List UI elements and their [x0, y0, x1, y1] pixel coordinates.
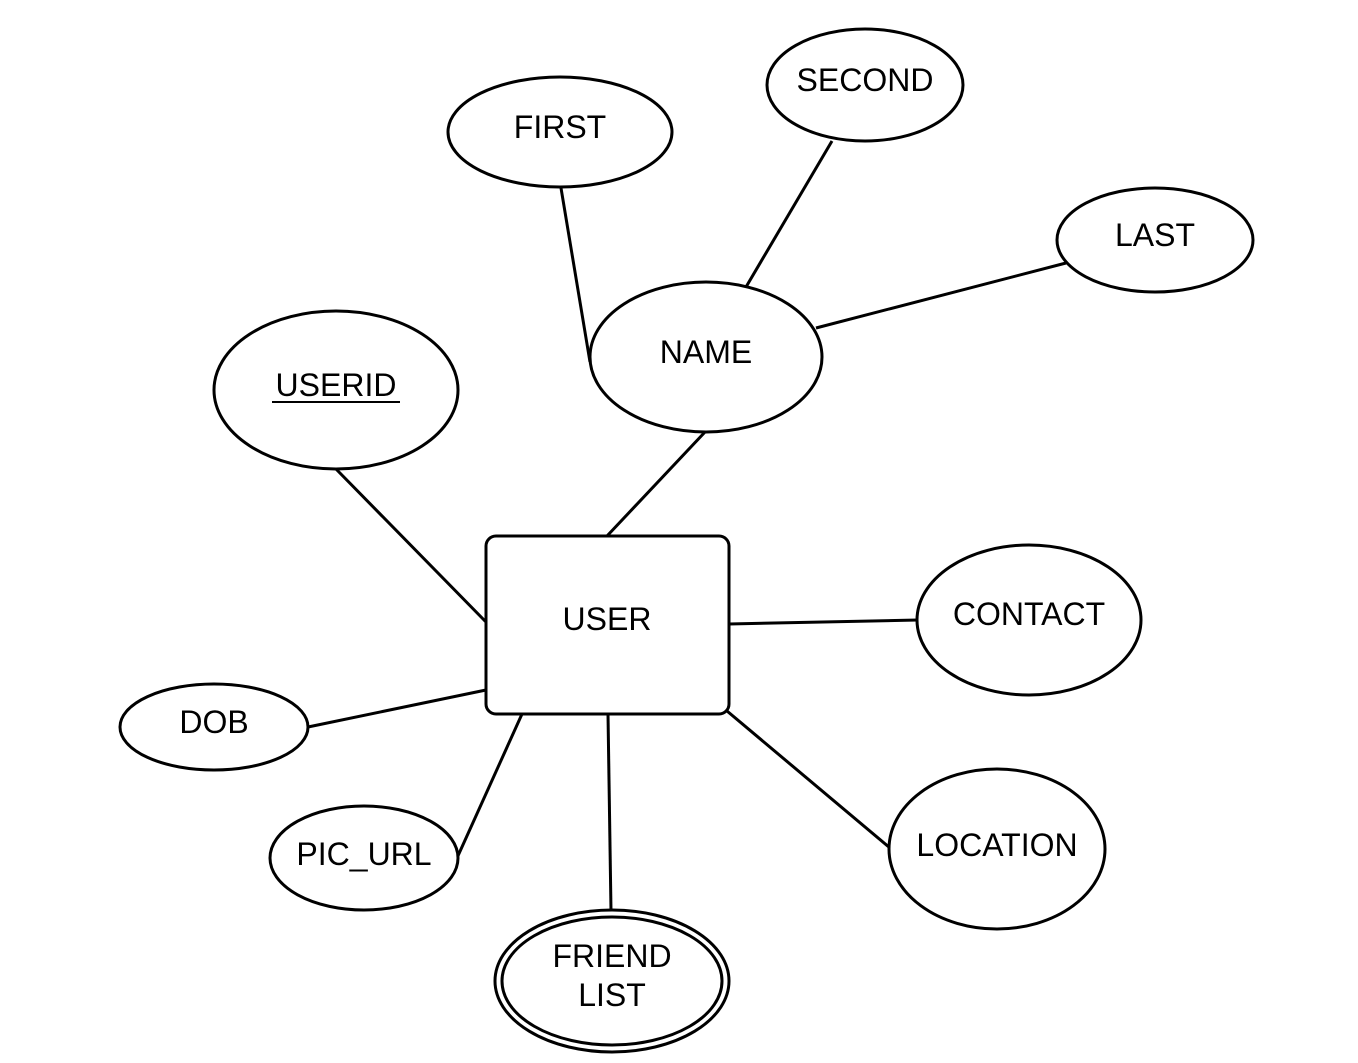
edge-user-name — [605, 430, 707, 538]
attribute-dob[interactable]: DOB — [118, 682, 310, 772]
attribute-contact-ellipse — [915, 543, 1143, 697]
attribute-location-label: LOCATION — [916, 827, 1077, 863]
attribute-last-label: LAST — [1115, 217, 1195, 253]
attribute-pic-url-label: PIC_URL — [296, 836, 431, 872]
attribute-second-label: SECOND — [797, 62, 934, 98]
entity-user[interactable]: USER — [484, 534, 731, 716]
attribute-last[interactable]: LAST — [1055, 186, 1255, 294]
edge-user-userid — [334, 467, 488, 624]
attribute-second-ellipse — [765, 27, 965, 143]
attribute-friend-list-label-line-1: FRIEND — [552, 938, 671, 974]
edge-user-location — [726, 709, 891, 850]
attribute-userid[interactable]: USERID — [212, 309, 460, 471]
attribute-dob-ellipse — [118, 682, 310, 772]
edge-name-last — [815, 261, 1067, 330]
entity-user-box — [484, 534, 731, 716]
attribute-pic-url[interactable]: PIC_URL — [268, 804, 460, 912]
connectors — [307, 140, 1067, 912]
attribute-second[interactable]: SECOND — [765, 27, 965, 143]
attribute-userid-label: USERID — [276, 367, 397, 403]
attribute-friend-list[interactable]: FRIEND LIST — [493, 908, 731, 1054]
edge-name-first — [559, 187, 592, 363]
attribute-contact[interactable]: CONTACT — [915, 543, 1143, 697]
attribute-userid-ellipse — [212, 309, 460, 471]
edge-name-second — [744, 140, 834, 288]
attribute-friend-list-label-line-2: LIST — [578, 977, 646, 1013]
attribute-name-ellipse — [588, 280, 824, 434]
attribute-friend-list-inner-ellipse — [500, 915, 724, 1047]
attribute-last-ellipse — [1055, 186, 1255, 294]
edge-user-friend-list — [606, 713, 613, 912]
attribute-name-label: NAME — [660, 334, 752, 370]
attribute-first-label: FIRST — [514, 109, 606, 145]
entity-user-label: USER — [563, 601, 652, 637]
attribute-contact-label: CONTACT — [953, 596, 1105, 632]
attribute-location[interactable]: LOCATION — [887, 767, 1107, 931]
attribute-pic-url-ellipse — [268, 804, 460, 912]
attribute-location-ellipse — [887, 767, 1107, 931]
edge-user-pic-url — [455, 713, 524, 859]
edge-user-contact — [728, 618, 919, 626]
attribute-name[interactable]: NAME — [588, 280, 824, 434]
attribute-dob-label: DOB — [179, 704, 248, 740]
attribute-first-ellipse — [446, 75, 674, 189]
attribute-first[interactable]: FIRST — [446, 75, 674, 189]
edge-user-dob — [307, 688, 487, 729]
